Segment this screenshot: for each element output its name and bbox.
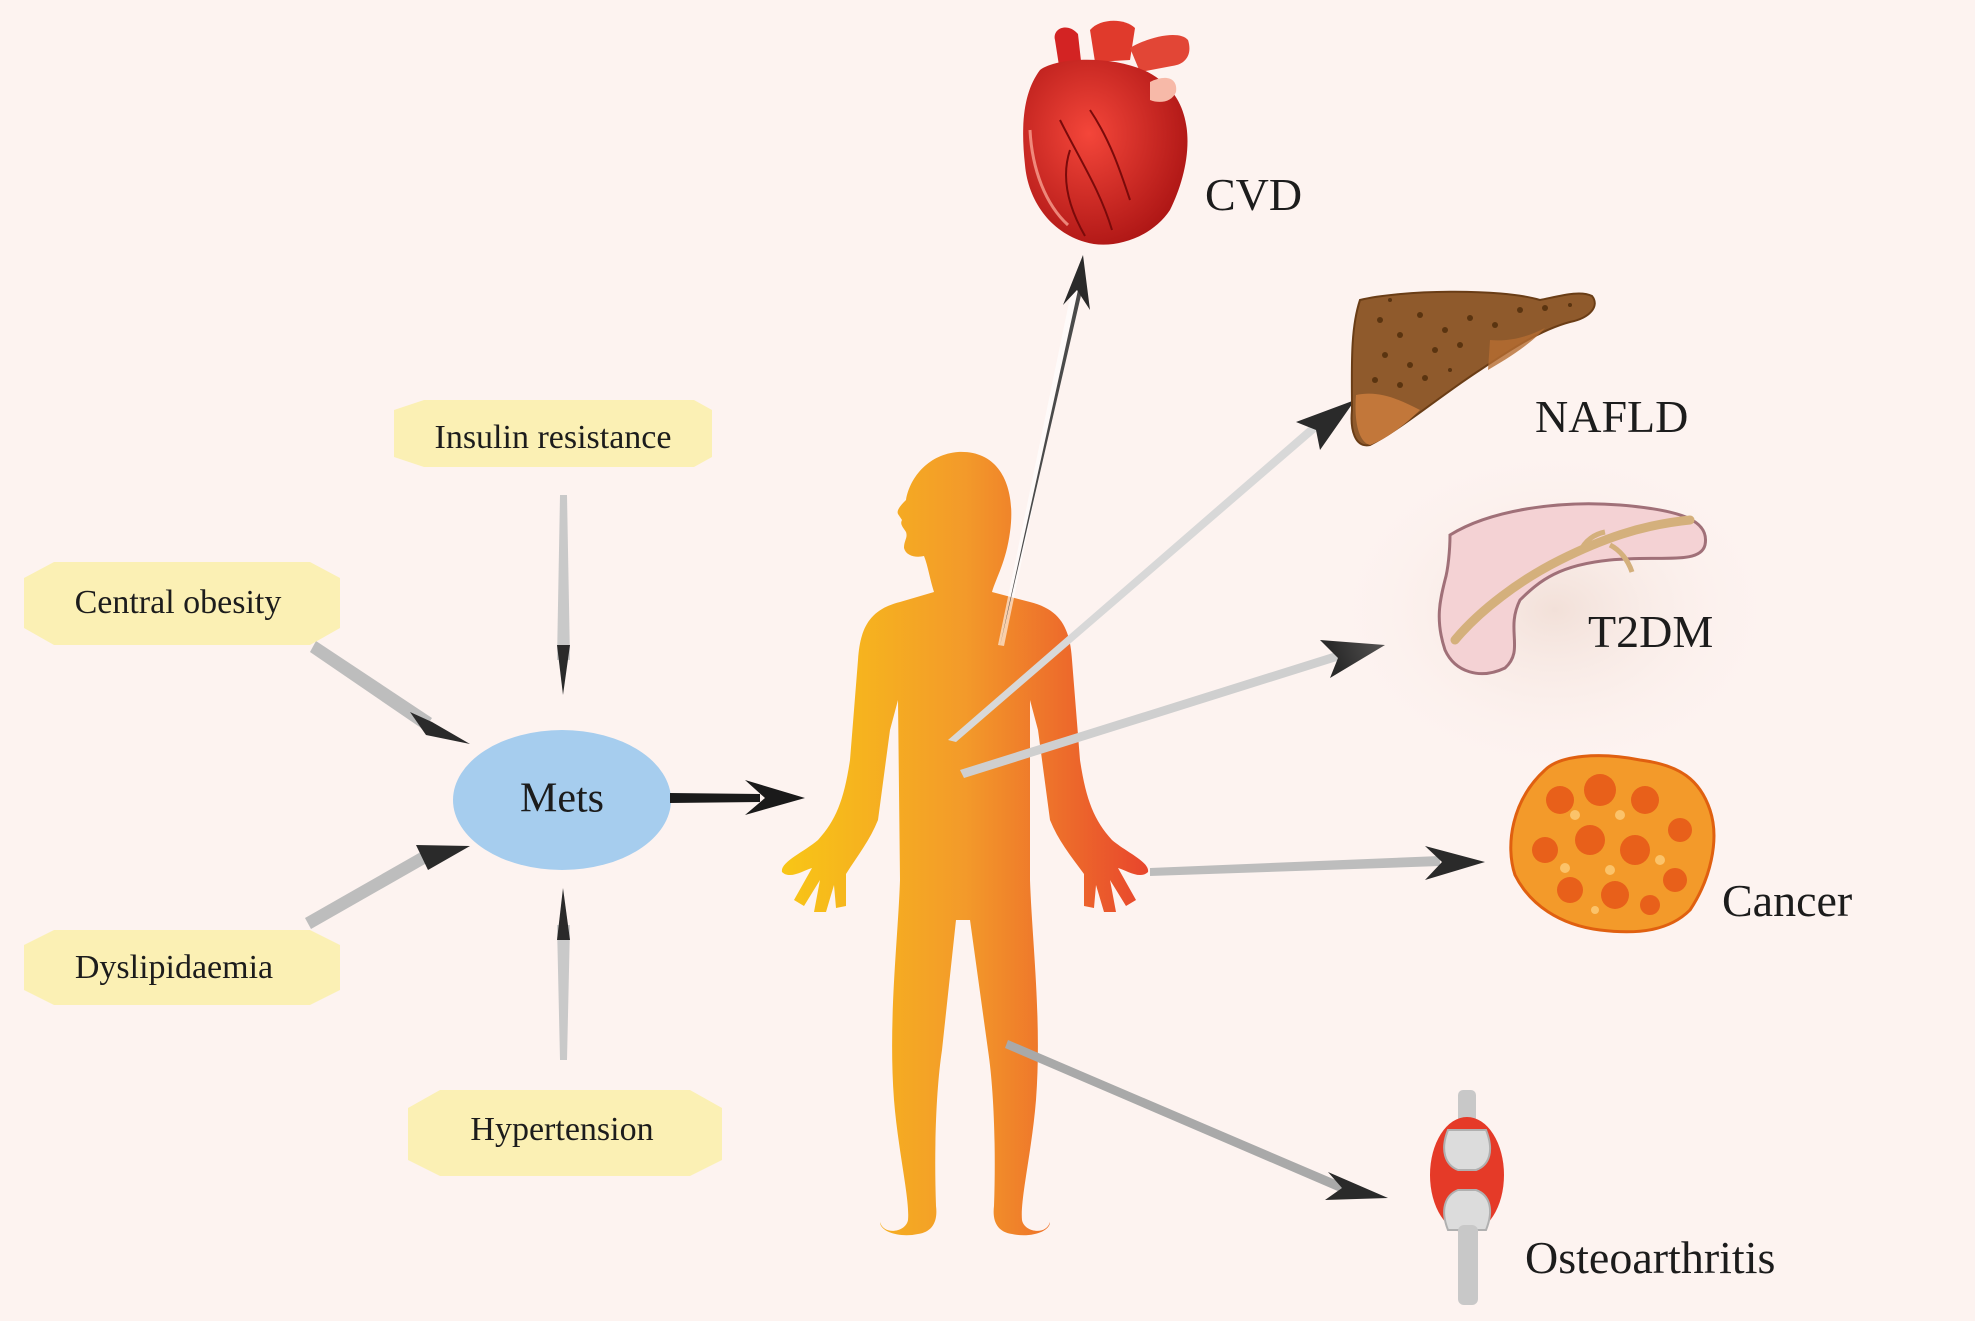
human-body-silhouette: [781, 451, 1149, 1236]
knee-joint-icon: [1430, 1090, 1504, 1305]
outcome-label-nafld: NAFLD: [1535, 391, 1688, 442]
arrow-insulin-to-mets: [557, 495, 570, 695]
outcome-label-t2dm: T2DM: [1588, 606, 1713, 657]
arrow-body-to-osteoarthritis: [1005, 1040, 1388, 1200]
risk-factor-label: Insulin resistance: [435, 419, 672, 456]
arrow-hypertension-to-mets: [557, 888, 570, 1060]
outcome-label-osteoarthritis: Osteoarthritis: [1525, 1232, 1775, 1283]
arrow-body-to-nafld: [948, 400, 1355, 742]
mets-node: Mets: [453, 730, 671, 870]
outcome-arrows: [948, 255, 1485, 1200]
mets-label: Mets: [520, 776, 604, 822]
risk-factor-label: Hypertension: [470, 1111, 653, 1148]
risk-factor-label: Dyslipidaemia: [75, 949, 273, 986]
arrow-obesity-to-mets: [310, 641, 470, 744]
tumor-icon: [1509, 754, 1716, 934]
arrow-body-to-cancer: [1150, 846, 1485, 880]
outcome-label-cancer: Cancer: [1722, 875, 1852, 926]
arrow-body-to-cvd: [998, 255, 1090, 646]
risk-factor-hypertension: Hypertension: [408, 1090, 722, 1176]
risk-factor-insulin-resistance: Insulin resistance: [394, 400, 712, 467]
heart-icon: [1023, 20, 1190, 245]
liver-icon: [1350, 290, 1596, 447]
factor-arrows: [305, 495, 570, 1060]
pancreas-icon: [1325, 440, 1785, 780]
risk-factor-dyslipidaemia: Dyslipidaemia: [24, 930, 340, 1005]
arrow-mets-to-body: [670, 780, 805, 815]
outcome-label-cvd: CVD: [1205, 169, 1302, 220]
arrow-dyslipidaemia-to-mets: [305, 845, 470, 929]
risk-factor-central-obesity: Central obesity: [24, 562, 340, 645]
risk-factor-label: Central obesity: [75, 584, 282, 621]
